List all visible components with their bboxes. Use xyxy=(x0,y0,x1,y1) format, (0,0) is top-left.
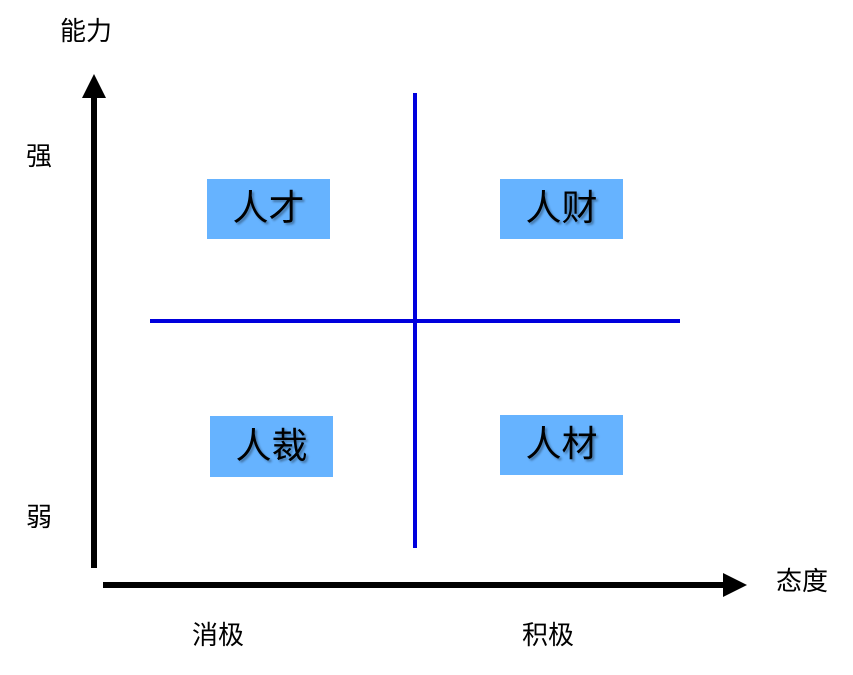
y-axis-high-label: 强 xyxy=(26,142,53,172)
x-axis-title: 态度 xyxy=(776,567,829,597)
quadrant-bottom-right-box: 人材 xyxy=(500,415,623,475)
y-axis-arrowhead xyxy=(82,74,106,98)
quadrant-top-right-label: 人财 xyxy=(525,188,598,229)
quadrant-bottom-left-label: 人裁 xyxy=(235,425,308,467)
quadrant-top-left-box: 人才 xyxy=(207,179,330,239)
y-axis-low-label: 弱 xyxy=(26,503,53,533)
x-axis-arrowhead xyxy=(723,573,747,597)
quadrant-bottom-left-box: 人裁 xyxy=(210,416,333,477)
x-axis-low-label: 消极 xyxy=(192,621,245,651)
quadrant-top-left-label: 人才 xyxy=(232,188,305,229)
y-axis-title: 能力 xyxy=(60,17,113,47)
quadrant-bottom-right-label: 人材 xyxy=(525,424,598,465)
quadrant-top-right-box: 人财 xyxy=(500,179,623,239)
x-axis-high-label: 积极 xyxy=(522,621,575,651)
